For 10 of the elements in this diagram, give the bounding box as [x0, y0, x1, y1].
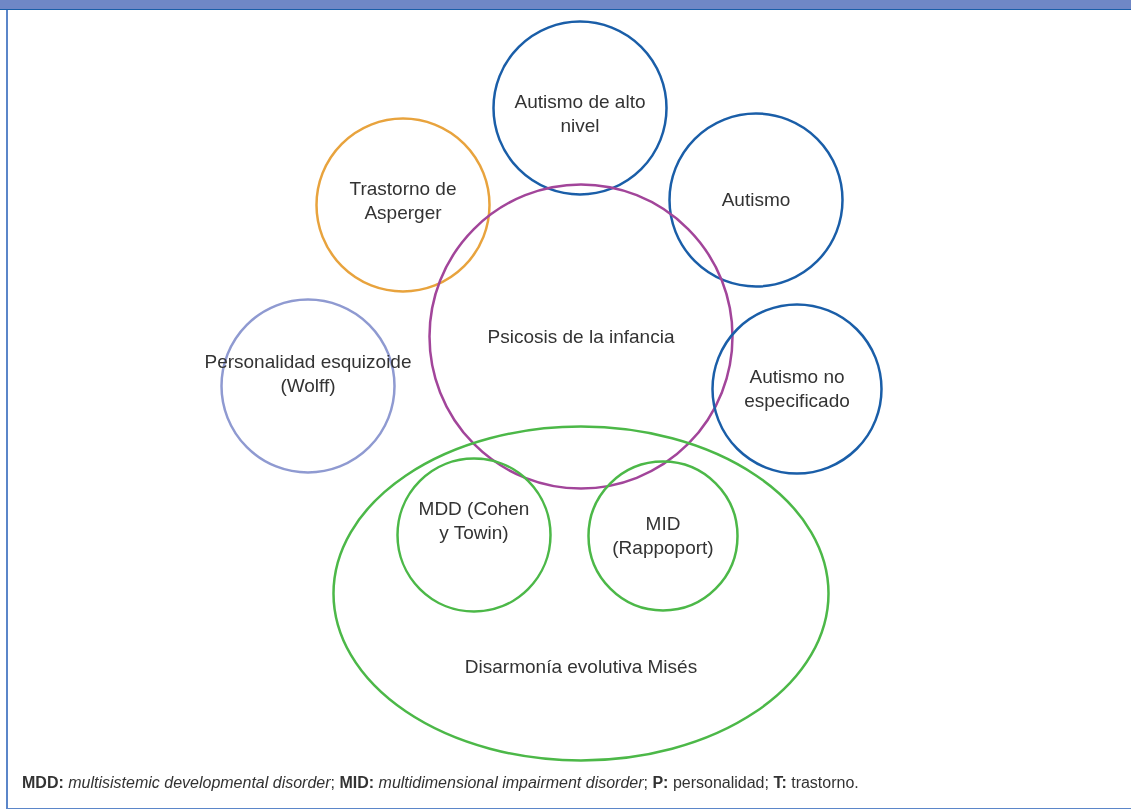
footnote: MDD: multisistemic developmental disorder; MID: multidimensional impairment disorder; P: personalidad; T: trastorno. — [22, 774, 859, 792]
circle-label: MID (Rappoport) — [611, 512, 715, 560]
circle-label: Psicosis de la infancia — [486, 325, 676, 349]
circle-label: Autismo no especificado — [743, 365, 851, 413]
circle-label: Disarmonía evolutiva Misés — [463, 655, 699, 679]
circle-label: Autismo de alto nivel — [513, 90, 647, 138]
circle-label: MDD (Cohen y Towin) — [417, 497, 531, 545]
circle-label: Personalidad esquizoide (Wolff) — [203, 350, 413, 398]
circle-label: Autismo — [720, 188, 792, 212]
circle-label: Trastorno de Asperger — [348, 177, 458, 225]
